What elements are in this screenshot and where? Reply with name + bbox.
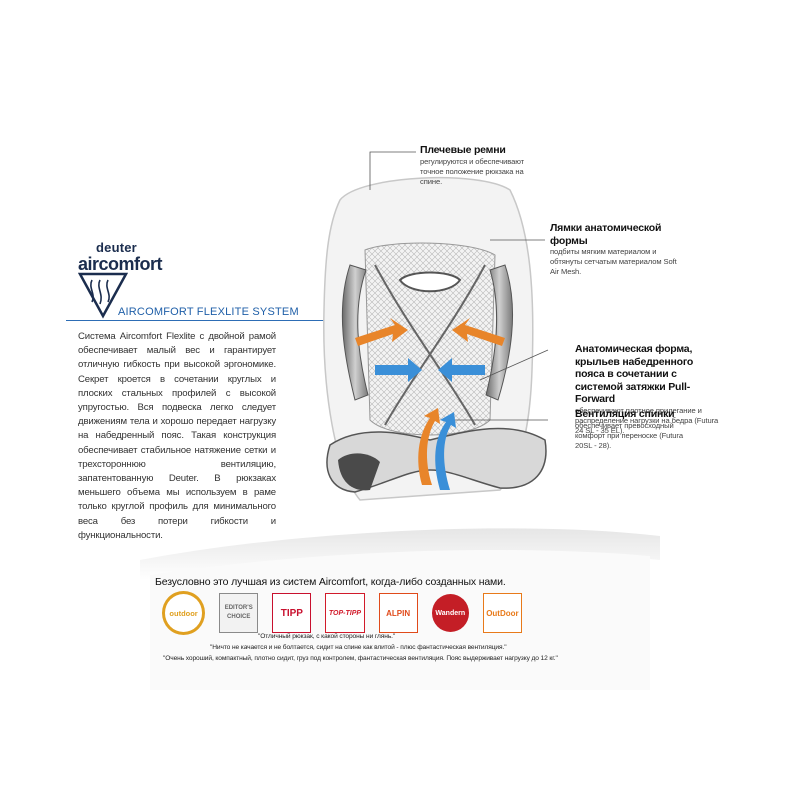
- brand-deuter: deuter: [96, 240, 137, 255]
- callout-hip-belt: Анатомическая форма, крыльев набедренног…: [575, 343, 725, 436]
- award-quote: "Очень хороший, компактный, плотно сидит…: [163, 655, 558, 662]
- award-badge-tipp: TIPP: [272, 593, 312, 633]
- callout-shoulder-straps: Плечевые ремни регулируются и обеспечива…: [420, 144, 620, 187]
- award-quote: "Отличный рюкзак, с какой стороны ни гля…: [258, 633, 396, 640]
- callout-title: Вентиляция спинки: [575, 408, 675, 420]
- award-badge-editors-choice: EDITOR'S CHOICE: [219, 593, 259, 633]
- award-badge-wandern: Wandern: [431, 594, 469, 632]
- divider: [66, 320, 376, 321]
- backpack-illustration: [323, 176, 547, 501]
- callout-text: регулируются и обеспечивают точное полож…: [420, 156, 525, 186]
- description-text: Система Aircomfort Flexlite с двойной ра…: [78, 331, 276, 541]
- callout-text: обеспечивает превосходный комфорт при пе…: [575, 420, 683, 450]
- awards-title: Безусловно это лучшая из систем Aircomfo…: [155, 576, 506, 588]
- callout-title: Анатомическая форма, крыльев набедренног…: [575, 343, 694, 405]
- callout-title: Лямки анатомической формы: [550, 222, 662, 247]
- system-title: AIRCOMFORT FLEXLITE SYSTEM: [118, 306, 299, 318]
- callout-anatomic-straps: Лямки анатомической формы подбиты мягким…: [550, 222, 700, 277]
- award-badge-top-tipp: TOP-TIPP: [325, 593, 365, 633]
- callout-back-ventilation: Вентиляция спинки обеспечивает превосход…: [575, 408, 725, 451]
- callout-title: Плечевые ремни: [420, 144, 506, 156]
- brand-aircomfort: aircomfort: [78, 254, 163, 274]
- award-quote: "Ничто не качается и не болтается, сидит…: [210, 644, 507, 651]
- callout-text: подбиты мягким материалом и обтянуты сет…: [550, 247, 677, 276]
- callout-text: обеспечивают плотное прилегание и распре…: [575, 405, 719, 435]
- aircomfort-logo-icon: [78, 272, 128, 319]
- award-badge-alpin: ALPIN: [378, 593, 418, 633]
- award-badges: outdoor EDITOR'S CHOICE TIPP TOP-TIPP AL…: [162, 590, 522, 636]
- award-badge-outdoor-2: OutDoor: [482, 593, 522, 633]
- award-badge-outdoor: outdoor: [162, 591, 206, 635]
